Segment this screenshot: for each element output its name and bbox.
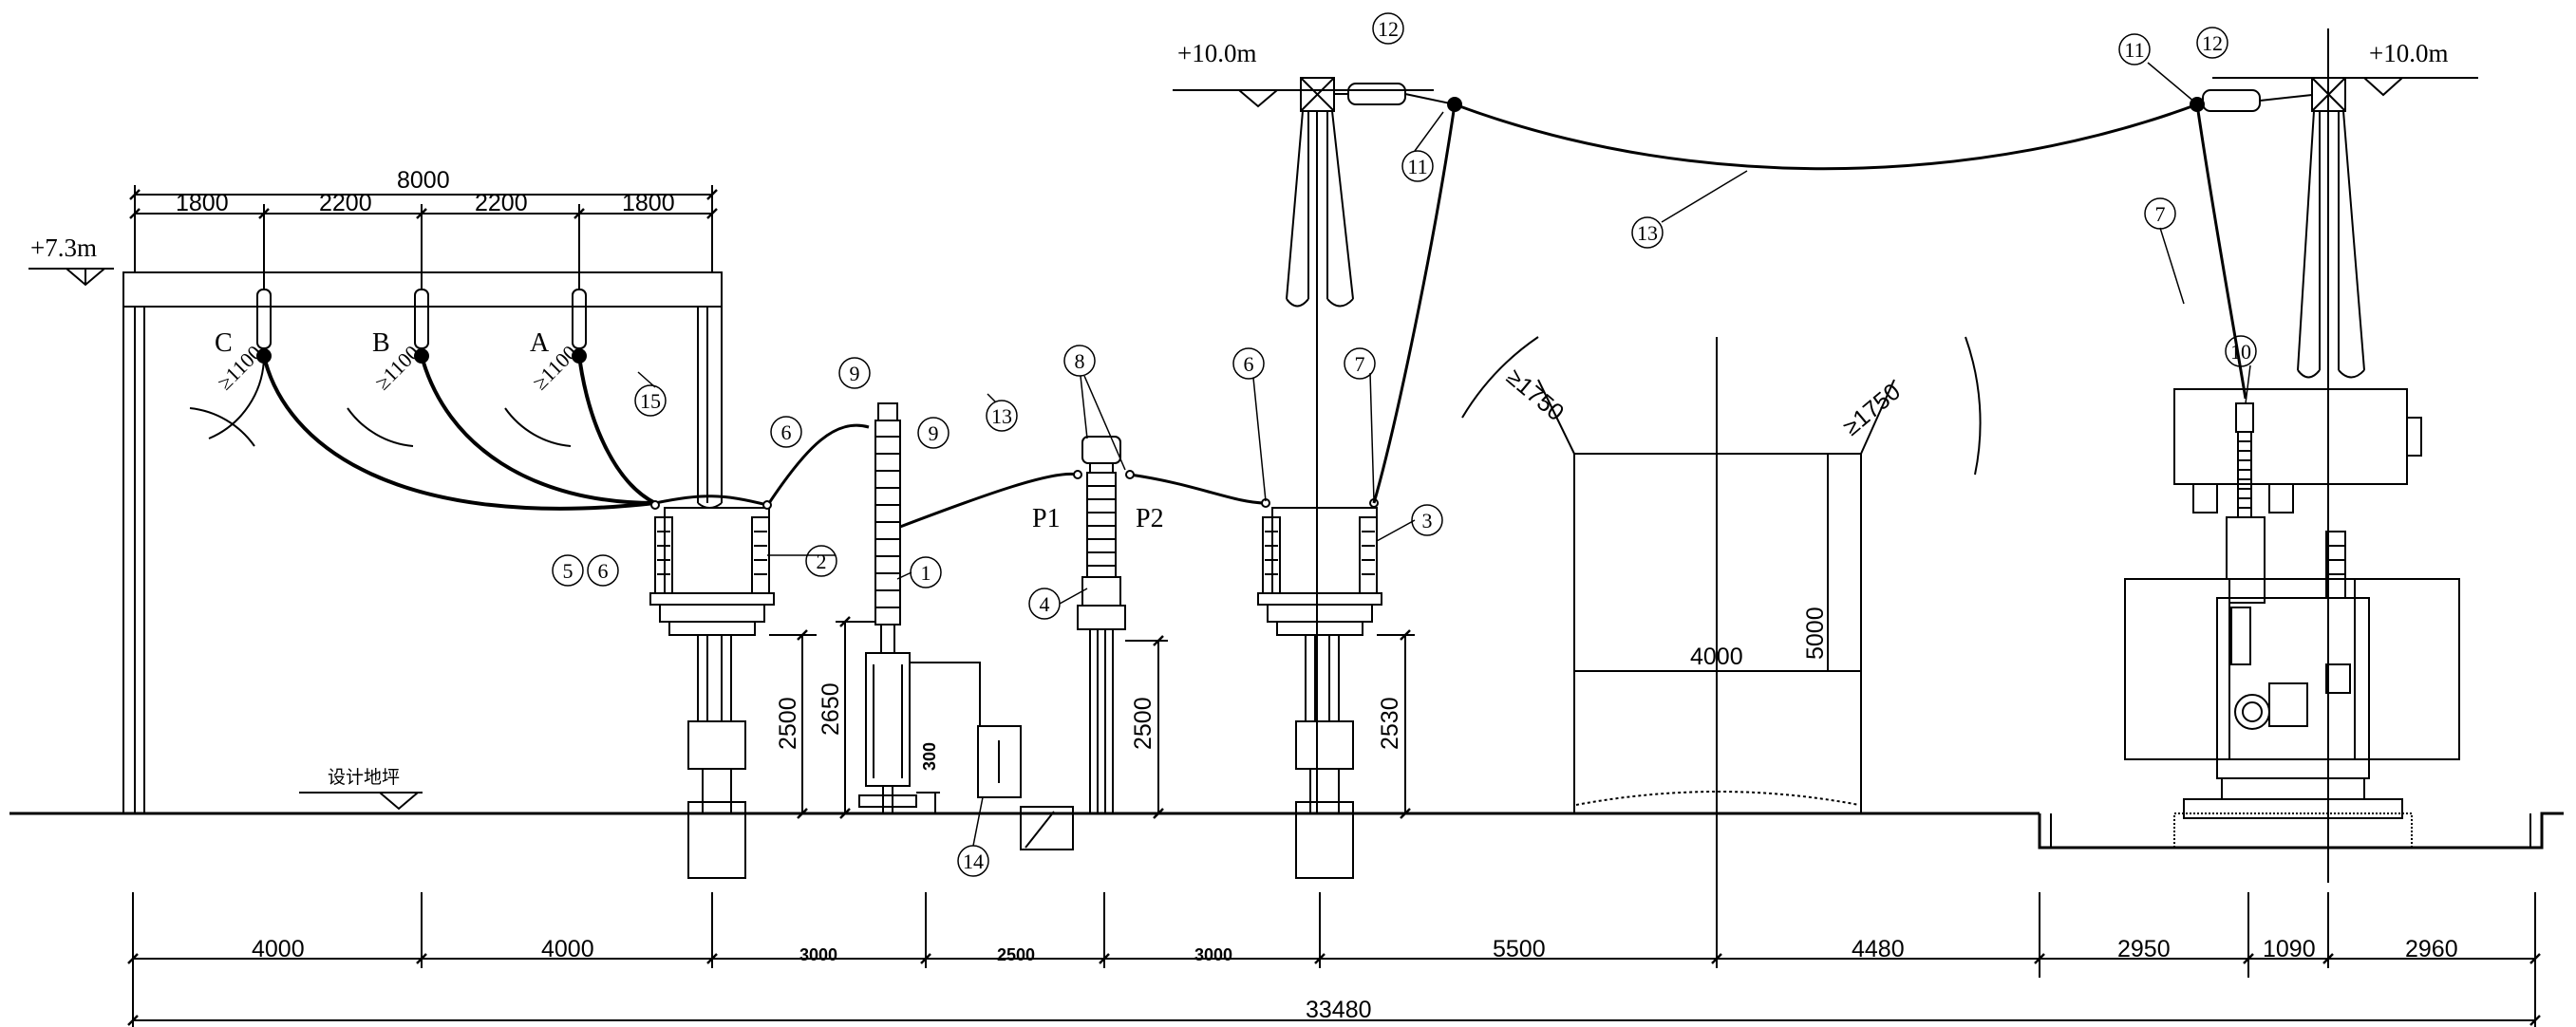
callout-9b: 9 [929, 421, 939, 445]
bottom-dim-1: 4000 [252, 936, 305, 962]
dim-switch-left [769, 629, 817, 819]
power-transformer [2124, 388, 2460, 849]
ground-label: 设计地坪 [328, 767, 400, 788]
left-gantry [122, 271, 723, 813]
callout-4: 4 [1040, 592, 1050, 616]
vdim-arrester-base: 300 [920, 742, 939, 771]
callout-11a: 11 [1407, 155, 1427, 178]
ground-elevation-marker [299, 792, 423, 811]
main-busbar-13 [767, 423, 1267, 529]
callout-2: 2 [817, 550, 827, 573]
top-dim-seg-1: 1800 [176, 190, 229, 216]
bottom-dim-2: 4000 [541, 936, 594, 962]
callout-6b: 6 [781, 420, 792, 444]
left-tower [1173, 77, 1462, 813]
callout-1: 1 [921, 561, 931, 585]
bottom-dimension-lines [127, 892, 2541, 1027]
tower-drop-conductor-right [2195, 103, 2247, 400]
callout-6a: 6 [598, 559, 609, 583]
vdim-arrester: 2650 [818, 682, 844, 736]
bottom-dim-4: 2500 [997, 945, 1035, 964]
phase-c-label: C [215, 328, 233, 358]
bottom-dim-7: 4480 [1852, 936, 1905, 962]
passage-width: 4000 [1690, 644, 1743, 670]
surge-arrester [858, 402, 981, 813]
point-p2: P2 [1136, 504, 1164, 533]
callout-6c: 6 [1244, 352, 1254, 376]
disconnect-switch-left [649, 500, 775, 879]
elevation-right-tower: +10.0m [2369, 39, 2448, 67]
dim-arrester [836, 616, 940, 819]
vehicle-passage [1461, 336, 1982, 892]
top-dim-seg-2: 2200 [319, 190, 372, 216]
gantry-drop-conductors [262, 355, 768, 511]
callout-11b: 11 [2124, 38, 2144, 62]
callout-13b: 13 [991, 404, 1012, 428]
top-dim-seg-3: 2200 [475, 190, 528, 216]
bottom-dim-3: 3000 [799, 945, 837, 964]
elevation-left-bay: +7.3m [30, 233, 97, 262]
bottom-dim-total: 33480 [1306, 997, 1372, 1023]
point-p1: P1 [1032, 504, 1061, 533]
tower-drop-conductor-left [1372, 103, 1457, 504]
bottom-dim-9: 1090 [2263, 936, 2316, 962]
callout-14: 14 [963, 850, 984, 873]
callout-13a: 13 [1637, 221, 1658, 245]
current-transformer [1073, 436, 1135, 813]
vdim-switch-right: 2530 [1377, 697, 1403, 750]
monitor-box [977, 725, 1074, 850]
callout-12b: 12 [2202, 31, 2223, 55]
phase-a-label: A [530, 328, 550, 358]
callout-circles [552, 12, 2257, 877]
disconnect-switch-right [1257, 498, 1382, 879]
bottom-dim-5: 3000 [1194, 945, 1232, 964]
phase-b-label: B [372, 328, 390, 358]
callout-5: 5 [563, 559, 573, 583]
vdim-ct: 2500 [1130, 697, 1156, 750]
callout-7a: 7 [1355, 352, 1365, 376]
vdim-passage-height: 5000 [1802, 607, 1829, 660]
bottom-dim-8: 2950 [2117, 936, 2171, 962]
callout-3: 3 [1422, 509, 1433, 532]
callout-15: 15 [640, 389, 661, 413]
main-span-13 [1454, 103, 2198, 171]
dim-ct [1125, 635, 1168, 819]
right-tower [2190, 28, 2478, 883]
elevation-marker-left-bay [28, 268, 114, 287]
callout-10: 10 [2230, 340, 2251, 364]
bottom-dim-10: 2960 [2405, 936, 2458, 962]
callout-12a: 12 [1378, 17, 1399, 41]
bottom-dim-6: 5500 [1493, 936, 1546, 962]
callout-9a: 9 [850, 362, 860, 385]
callout-7b: 7 [2155, 202, 2166, 226]
top-dim-total: 8000 [397, 167, 450, 194]
dim-switch-right [1377, 629, 1415, 819]
top-dim-seg-4: 1800 [622, 190, 675, 216]
clearance-passage-left: ≥1750 [1501, 364, 1569, 426]
callout-8: 8 [1075, 349, 1085, 373]
elevation-left-tower: +10.0m [1177, 39, 1256, 67]
vdim-switch-left: 2500 [775, 697, 801, 750]
ground-line [9, 812, 2564, 850]
transformer-grid-lines [2039, 892, 2249, 978]
top-dimension-lines [129, 185, 718, 289]
